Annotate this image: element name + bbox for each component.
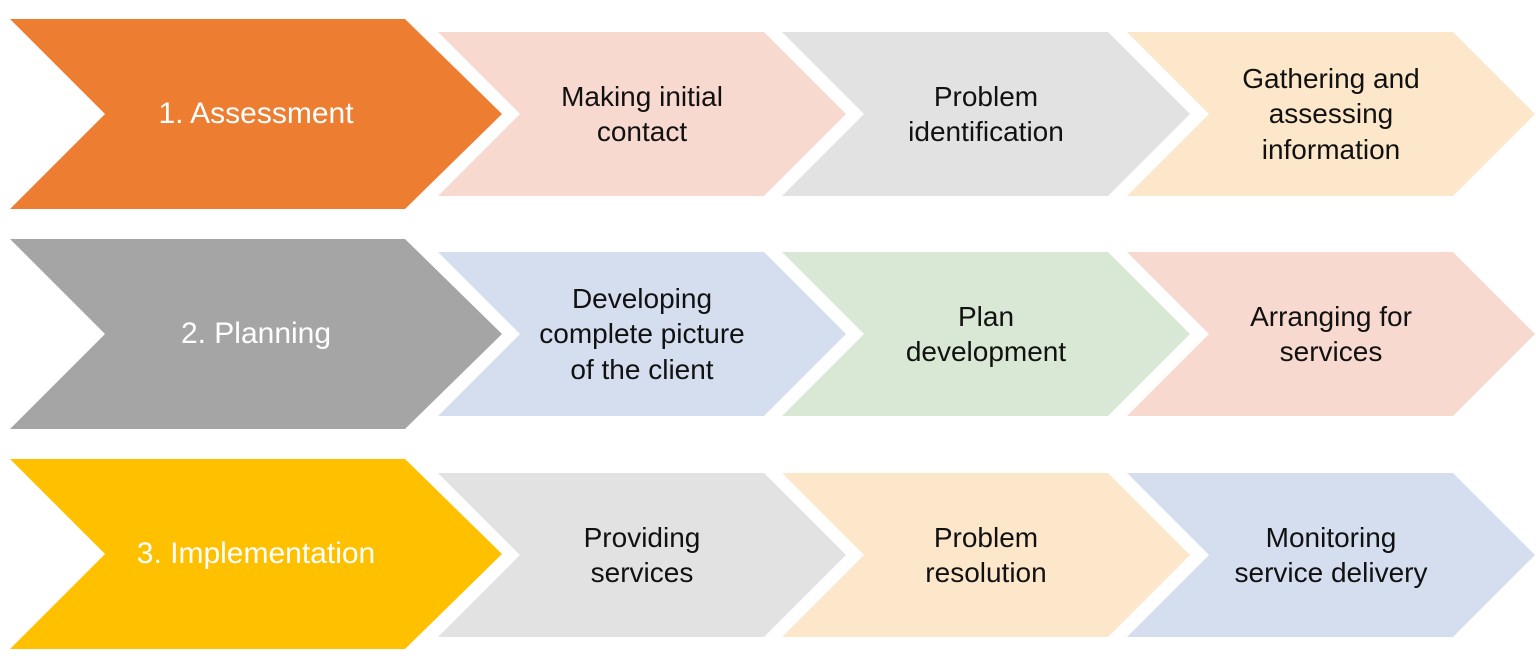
- chevron-shape: [10, 239, 502, 429]
- chevron-shape: [10, 459, 502, 649]
- chevron-shape: [10, 19, 502, 209]
- step-label-monitoring-service-delivery: Monitoring service delivery: [1234, 521, 1428, 588]
- chevron-shape: [782, 473, 1190, 637]
- chevron-gathering-information: [1127, 32, 1535, 196]
- step-label-making-initial-contact: Making initial contact: [561, 80, 723, 147]
- chevron-monitoring-service-delivery: [1127, 473, 1535, 637]
- chevron-problem-identification: [782, 32, 1190, 196]
- chevron-making-initial-contact: [438, 32, 846, 196]
- chevron-shape: [782, 252, 1190, 416]
- chevron-shape: [1127, 252, 1535, 416]
- chevron-shape: [1127, 32, 1535, 196]
- chevron-shape: [438, 32, 846, 196]
- step-label-developing-complete-picture: Developing complete picture of the clien…: [539, 283, 745, 385]
- stage-label-implementation: 3. Implementation: [136, 537, 376, 571]
- stage-label-assessment: 1. Assessment: [158, 97, 354, 131]
- chevron-problem-resolution: [782, 473, 1190, 637]
- chevron-planning-main: [10, 239, 502, 429]
- chevron-shape: [1127, 473, 1535, 637]
- chevron-providing-services: [438, 473, 846, 637]
- chevron-shape: [438, 252, 846, 416]
- step-label-providing-services: Providing services: [583, 521, 701, 588]
- chevron-implementation-main: [10, 459, 502, 649]
- stage-label-planning: 2. Planning: [180, 317, 332, 351]
- chevron-developing-complete-picture: [438, 252, 846, 416]
- chevron-assessment-main: [10, 19, 502, 209]
- step-label-arranging-for-services: Arranging for services: [1250, 300, 1412, 367]
- step-label-problem-resolution: Problem resolution: [925, 521, 1047, 588]
- chevron-shape: [782, 32, 1190, 196]
- step-label-gathering-information: Gathering and assessing information: [1242, 63, 1420, 165]
- chevron-shape: [438, 473, 846, 637]
- step-label-plan-development: Plan development: [905, 300, 1067, 367]
- chevron-arranging-for-services: [1127, 252, 1535, 416]
- chevron-plan-development: [782, 252, 1190, 416]
- step-label-problem-identification: Problem identification: [908, 80, 1064, 147]
